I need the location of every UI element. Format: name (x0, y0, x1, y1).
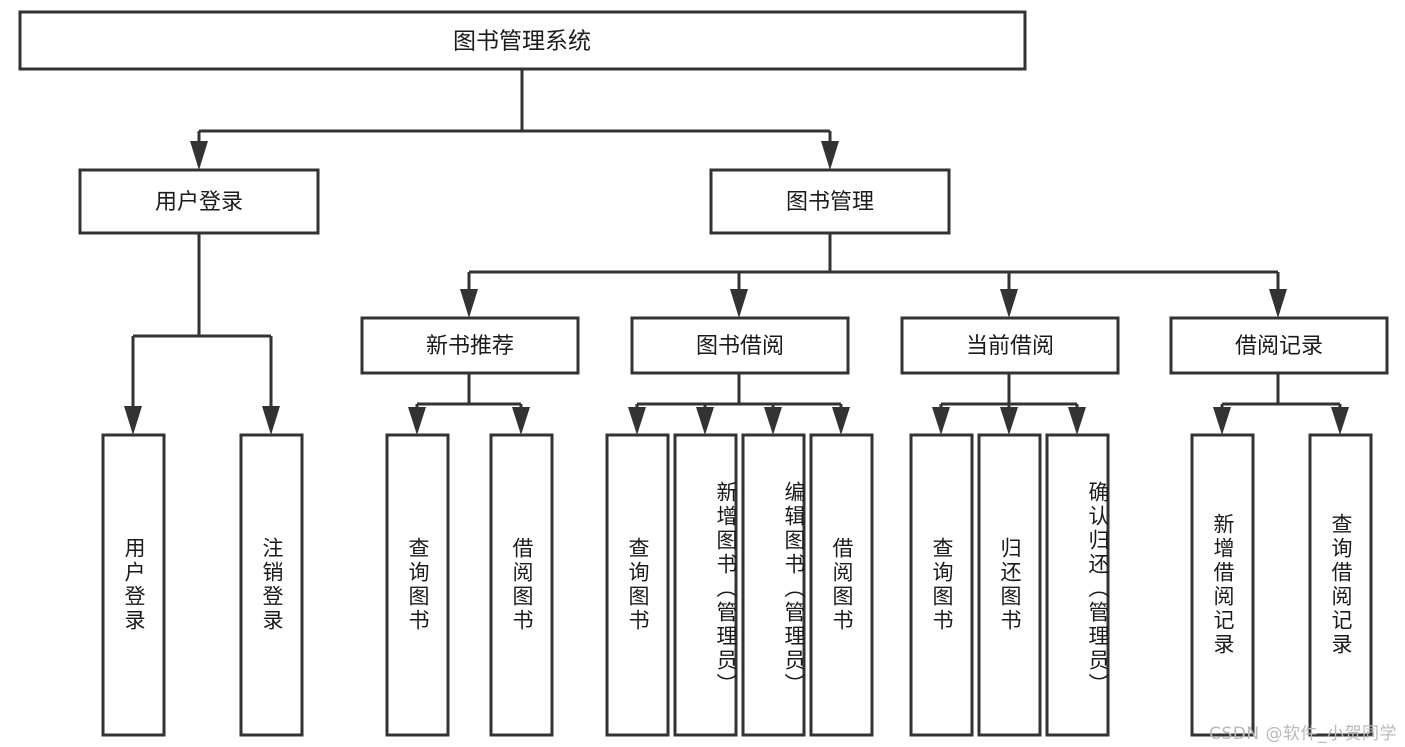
node-current-borrow[interactable]: 当前借阅 (900, 316, 1120, 375)
arrow-bb-leaf-1 (628, 407, 646, 435)
node-root-box[interactable] (18, 10, 1027, 71)
arrow-bb-leaf-3 (764, 407, 782, 435)
arrow-user-login-leaf-2 (262, 406, 280, 435)
leaf-box-edit-book[interactable] (741, 433, 806, 737)
arrow-bm-to-current-borrow (1000, 289, 1018, 318)
leaf-box-user-login[interactable] (101, 433, 166, 737)
node-book-borrow-label: 图书借阅 (696, 334, 784, 359)
node-layer: 图书管理系统 用户登录 图书管理 新书推荐 图书借阅 (18, 10, 1389, 737)
node-user-login[interactable]: 用户登录 (78, 168, 320, 235)
connector-layer (124, 69, 1349, 435)
node-book-manage-label: 图书管理 (786, 190, 874, 215)
node-root-label: 图书管理系统 (453, 29, 591, 55)
arrow-bb-leaf-2 (696, 407, 714, 435)
arrow-user-login-leaf-1 (124, 406, 142, 435)
node-book-borrow[interactable]: 图书借阅 (630, 316, 850, 375)
leaf-box-query-record[interactable] (1308, 433, 1373, 737)
node-book-borrow-box[interactable] (630, 316, 850, 375)
arrow-cb-leaf-2 (1000, 407, 1018, 435)
node-new-book-recommend-box[interactable] (360, 316, 580, 375)
arrow-bb-leaf-4 (832, 407, 850, 435)
arrow-br-leaf-2 (1331, 407, 1349, 435)
node-borrow-record[interactable]: 借阅记录 (1169, 316, 1389, 375)
node-new-book-recommend-label: 新书推荐 (426, 334, 514, 359)
arrow-root-to-user-login (190, 141, 208, 170)
node-new-book-recommend[interactable]: 新书推荐 (360, 316, 580, 375)
node-book-manage[interactable]: 图书管理 (709, 168, 951, 235)
arrow-nbr-leaf-1 (408, 407, 426, 435)
node-borrow-record-label: 借阅记录 (1235, 334, 1323, 359)
leaf-box-query-book-2[interactable] (605, 433, 670, 737)
node-current-borrow-label: 当前借阅 (966, 334, 1054, 359)
arrow-bm-to-borrow-record (1269, 289, 1287, 318)
arrow-cb-leaf-1 (932, 407, 950, 435)
arrow-br-leaf-1 (1213, 407, 1231, 435)
node-book-manage-box[interactable] (709, 168, 951, 235)
arrow-bm-to-new-book-recommend (460, 289, 478, 318)
leaf-box-user-logout[interactable] (239, 433, 304, 737)
arrow-root-to-book-manage (821, 141, 839, 170)
leaf-box-query-book-3[interactable] (909, 433, 974, 737)
arrow-cb-leaf-3 (1068, 407, 1086, 435)
node-current-borrow-box[interactable] (900, 316, 1120, 375)
leaf-box-borrow-book-1[interactable] (489, 433, 554, 737)
node-user-login-label: 用户登录 (155, 190, 243, 215)
leaf-box-add-record[interactable] (1190, 433, 1255, 737)
arrow-nbr-leaf-2 (512, 407, 530, 435)
node-borrow-record-box[interactable] (1169, 316, 1389, 375)
node-root[interactable]: 图书管理系统 (18, 10, 1027, 71)
leaf-box-return-book[interactable] (977, 433, 1042, 737)
leaf-box-confirm-return[interactable] (1045, 433, 1110, 737)
node-user-login-box[interactable] (78, 168, 320, 235)
watermark-text: CSDN @软件_小贺同学 (1209, 724, 1397, 744)
leaf-box-add-book[interactable] (673, 433, 738, 737)
arrow-bm-to-book-borrow (730, 289, 748, 318)
leaf-box-borrow-book-2[interactable] (809, 433, 874, 737)
leaf-box-query-book-1[interactable] (385, 433, 450, 737)
